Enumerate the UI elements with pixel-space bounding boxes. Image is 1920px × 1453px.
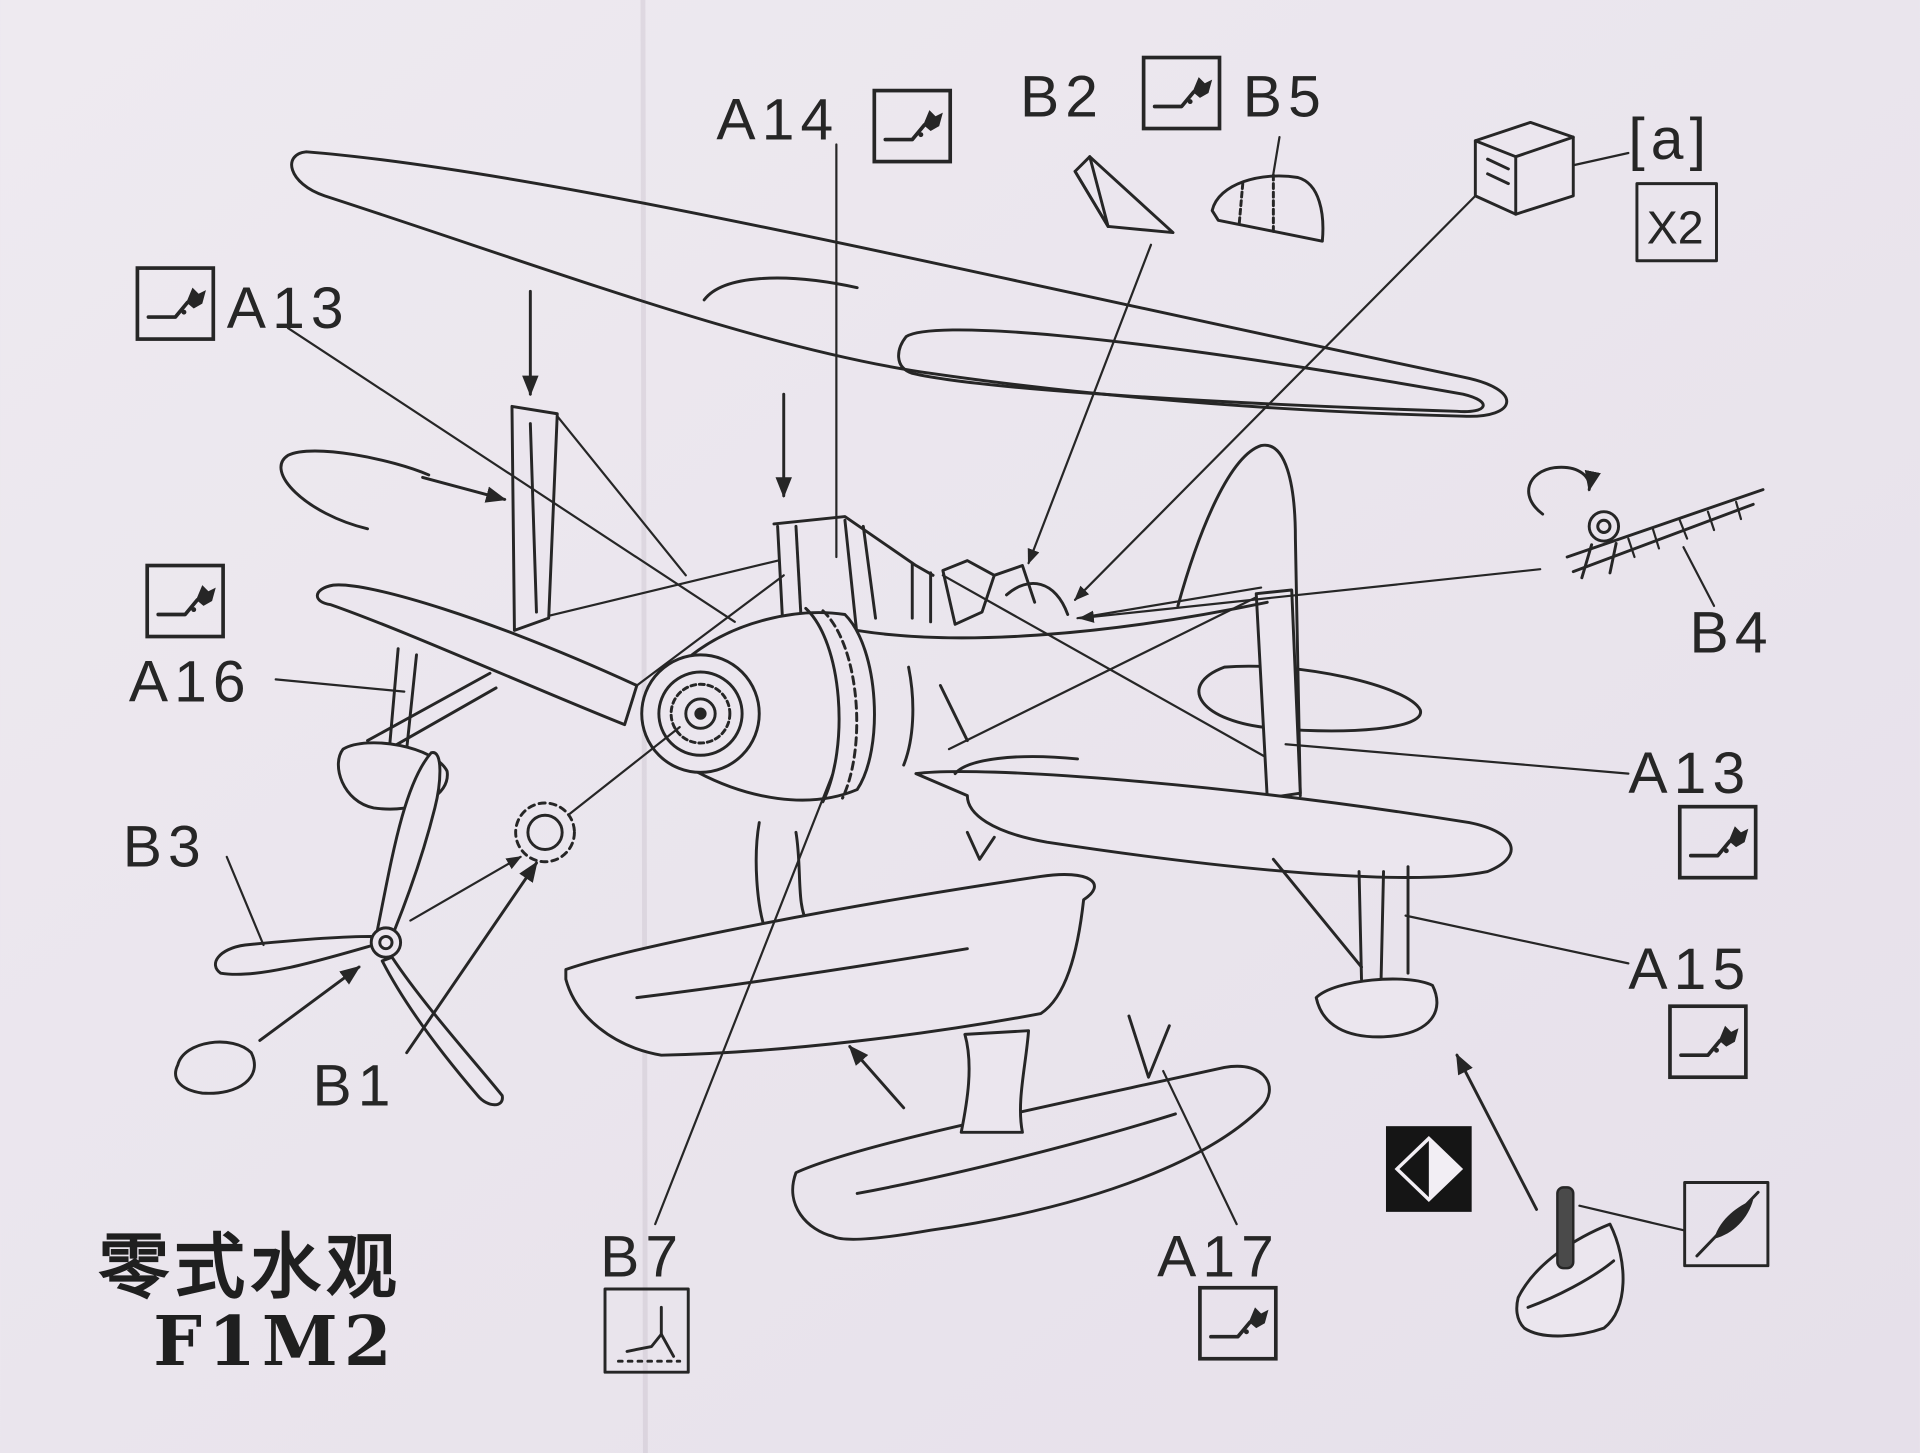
paint-detail-icon [1683, 1181, 1770, 1268]
part-b5-canopy [1210, 173, 1325, 243]
label-b1: B1 [312, 1053, 396, 1118]
qty-box: X2 [1635, 182, 1718, 263]
label-b4: B4 [1690, 600, 1774, 665]
part-b4-gun [1527, 465, 1765, 580]
exploded-float-a17 [791, 1014, 1271, 1241]
fuselage [855, 600, 1269, 767]
part-b2-windshield [1073, 155, 1175, 235]
engine-cowling [640, 606, 876, 804]
label-a17: A17 [1157, 1225, 1280, 1290]
tail-fin [1176, 443, 1302, 798]
cockpit [941, 559, 1070, 626]
title-model: F1M2 [153, 1302, 397, 1382]
label-a-bracket: [a] [1628, 107, 1712, 172]
propeller-b3 [214, 751, 504, 1107]
rigging-wires [537, 415, 1275, 763]
main-float [564, 873, 1096, 1057]
lower-wing-left [315, 583, 639, 727]
title-chinese: 零式水观 [98, 1224, 402, 1308]
spinner-part [174, 1040, 256, 1095]
label-b3: B3 [123, 815, 207, 880]
strut-a16 [366, 647, 498, 755]
strut-a15 [1271, 857, 1410, 981]
part-a-cube [1473, 120, 1575, 216]
right-wingtip-float [1314, 977, 1439, 1039]
lower-wing-right [914, 755, 1513, 879]
glue-sparingly-icon [603, 1287, 690, 1374]
label-a15: A15 [1628, 937, 1751, 1002]
cabane-struts [772, 515, 935, 645]
black-paint-icon [1385, 1126, 1472, 1212]
qty-label: X2 [1647, 202, 1704, 254]
label-a16: A16 [129, 649, 252, 714]
label-b5: B5 [1243, 64, 1327, 129]
aircraft [290, 150, 1513, 1057]
strut-a13-left [510, 404, 559, 632]
label-a14: A14 [716, 88, 839, 153]
interplane-strut-right [1254, 588, 1302, 800]
gear-b1 [514, 801, 576, 864]
label-a13-top: A13 [227, 276, 350, 341]
label-b7: B7 [600, 1225, 684, 1290]
tail-stabilizer [1197, 664, 1422, 733]
rudder-part [1515, 1186, 1625, 1338]
leader-lines [225, 135, 1716, 1232]
label-b2: B2 [1020, 64, 1104, 129]
label-a13-right: A13 [1628, 741, 1751, 806]
